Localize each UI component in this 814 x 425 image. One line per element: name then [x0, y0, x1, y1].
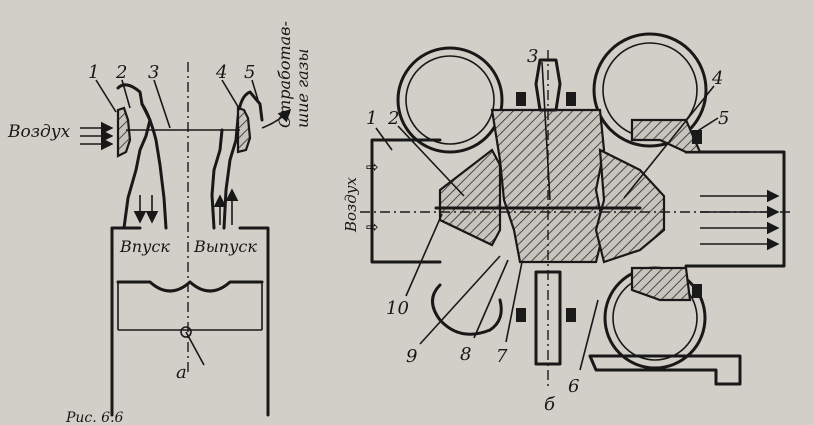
- turbine-volute-top: [592, 32, 708, 148]
- leader-b2: [397, 125, 465, 197]
- leader-b6: [579, 299, 599, 371]
- label-b4: 4: [711, 68, 723, 89]
- label-b9: 9: [406, 346, 417, 367]
- page-caption: Рис. 6.6: [65, 410, 124, 425]
- exhaust-label-line1: Отработав-: [275, 21, 294, 128]
- bolt-group: [516, 92, 702, 322]
- leader-b9: [419, 255, 501, 345]
- air-label-a: Воздух: [7, 122, 71, 142]
- oil-inlet-fitting: [534, 58, 562, 112]
- label-a3: 3: [148, 62, 159, 83]
- leader-b5: [695, 117, 719, 133]
- intake-label: Впуск: [119, 237, 170, 256]
- turbine-housing-a: [222, 90, 264, 230]
- intake-passage-a: [140, 102, 168, 230]
- compressor-volute-bottom: [431, 283, 503, 336]
- leader-b4: [623, 85, 715, 199]
- compressor-wheel-a: [116, 106, 132, 158]
- leader-a3: [153, 79, 171, 129]
- air-label-b: Воздух: [342, 177, 360, 233]
- air-inlet-arrow-2: ⇨: [366, 218, 379, 236]
- exhaust-out-arrow: [261, 108, 292, 129]
- leader-a2: [121, 79, 131, 109]
- piston-crown: [116, 280, 264, 293]
- turbine-wheel-a: [236, 106, 252, 154]
- label-b10: 10: [386, 298, 409, 319]
- leader-a1: [95, 79, 117, 113]
- label-b8: 8: [460, 344, 471, 365]
- caption-a: а: [176, 362, 187, 383]
- label-b6: 6: [568, 376, 579, 397]
- leader-b7: [505, 261, 523, 343]
- label-b1: 1: [366, 108, 377, 129]
- label-b2: 2: [387, 108, 399, 129]
- exhaust-outlet-duct: [684, 150, 786, 268]
- label-a2: 2: [115, 62, 127, 83]
- oil-drain-fitting: [534, 270, 562, 366]
- exhaust-passage-a: [210, 128, 224, 230]
- caption-b: б: [544, 394, 556, 415]
- leader-b10: [405, 213, 443, 297]
- turbine-housing-flange-bottom: [630, 266, 692, 302]
- label-b5: 5: [718, 108, 729, 129]
- compressor-housing-a: [116, 83, 152, 230]
- turbocharger-section-b: ⇨ ⇨ Воздух 1 2 3 4 5 6 7 8 9 10 б: [342, 32, 790, 415]
- leader-a4: [221, 79, 241, 111]
- air-inlet-duct: [370, 138, 442, 264]
- cylinder-outline: [110, 226, 270, 417]
- label-a5: 5: [244, 62, 255, 83]
- leader-a5: [251, 79, 259, 101]
- schematic-a: 1 2 3 4 5 Воздух Впуск Выпуск Отработав-…: [7, 21, 312, 417]
- label-b3: 3: [527, 46, 538, 67]
- leader-b8: [473, 259, 509, 339]
- exhaust-port-label: Выпуск: [193, 237, 257, 256]
- label-a4: 4: [215, 62, 227, 83]
- turbine-wheel-b: [594, 148, 666, 264]
- exhaust-label-line2: шие газы: [293, 49, 312, 128]
- label-a1: 1: [88, 62, 99, 83]
- leader-b3: [541, 61, 551, 201]
- mounting-bracket: [588, 354, 742, 386]
- connecting-rod: [185, 331, 205, 366]
- compressor-volute-top: [396, 46, 504, 154]
- label-b7: 7: [496, 346, 508, 367]
- leader-b1: [375, 127, 393, 151]
- air-inlet-arrow-1: ⇨: [366, 158, 379, 176]
- crank-pin: [180, 326, 192, 338]
